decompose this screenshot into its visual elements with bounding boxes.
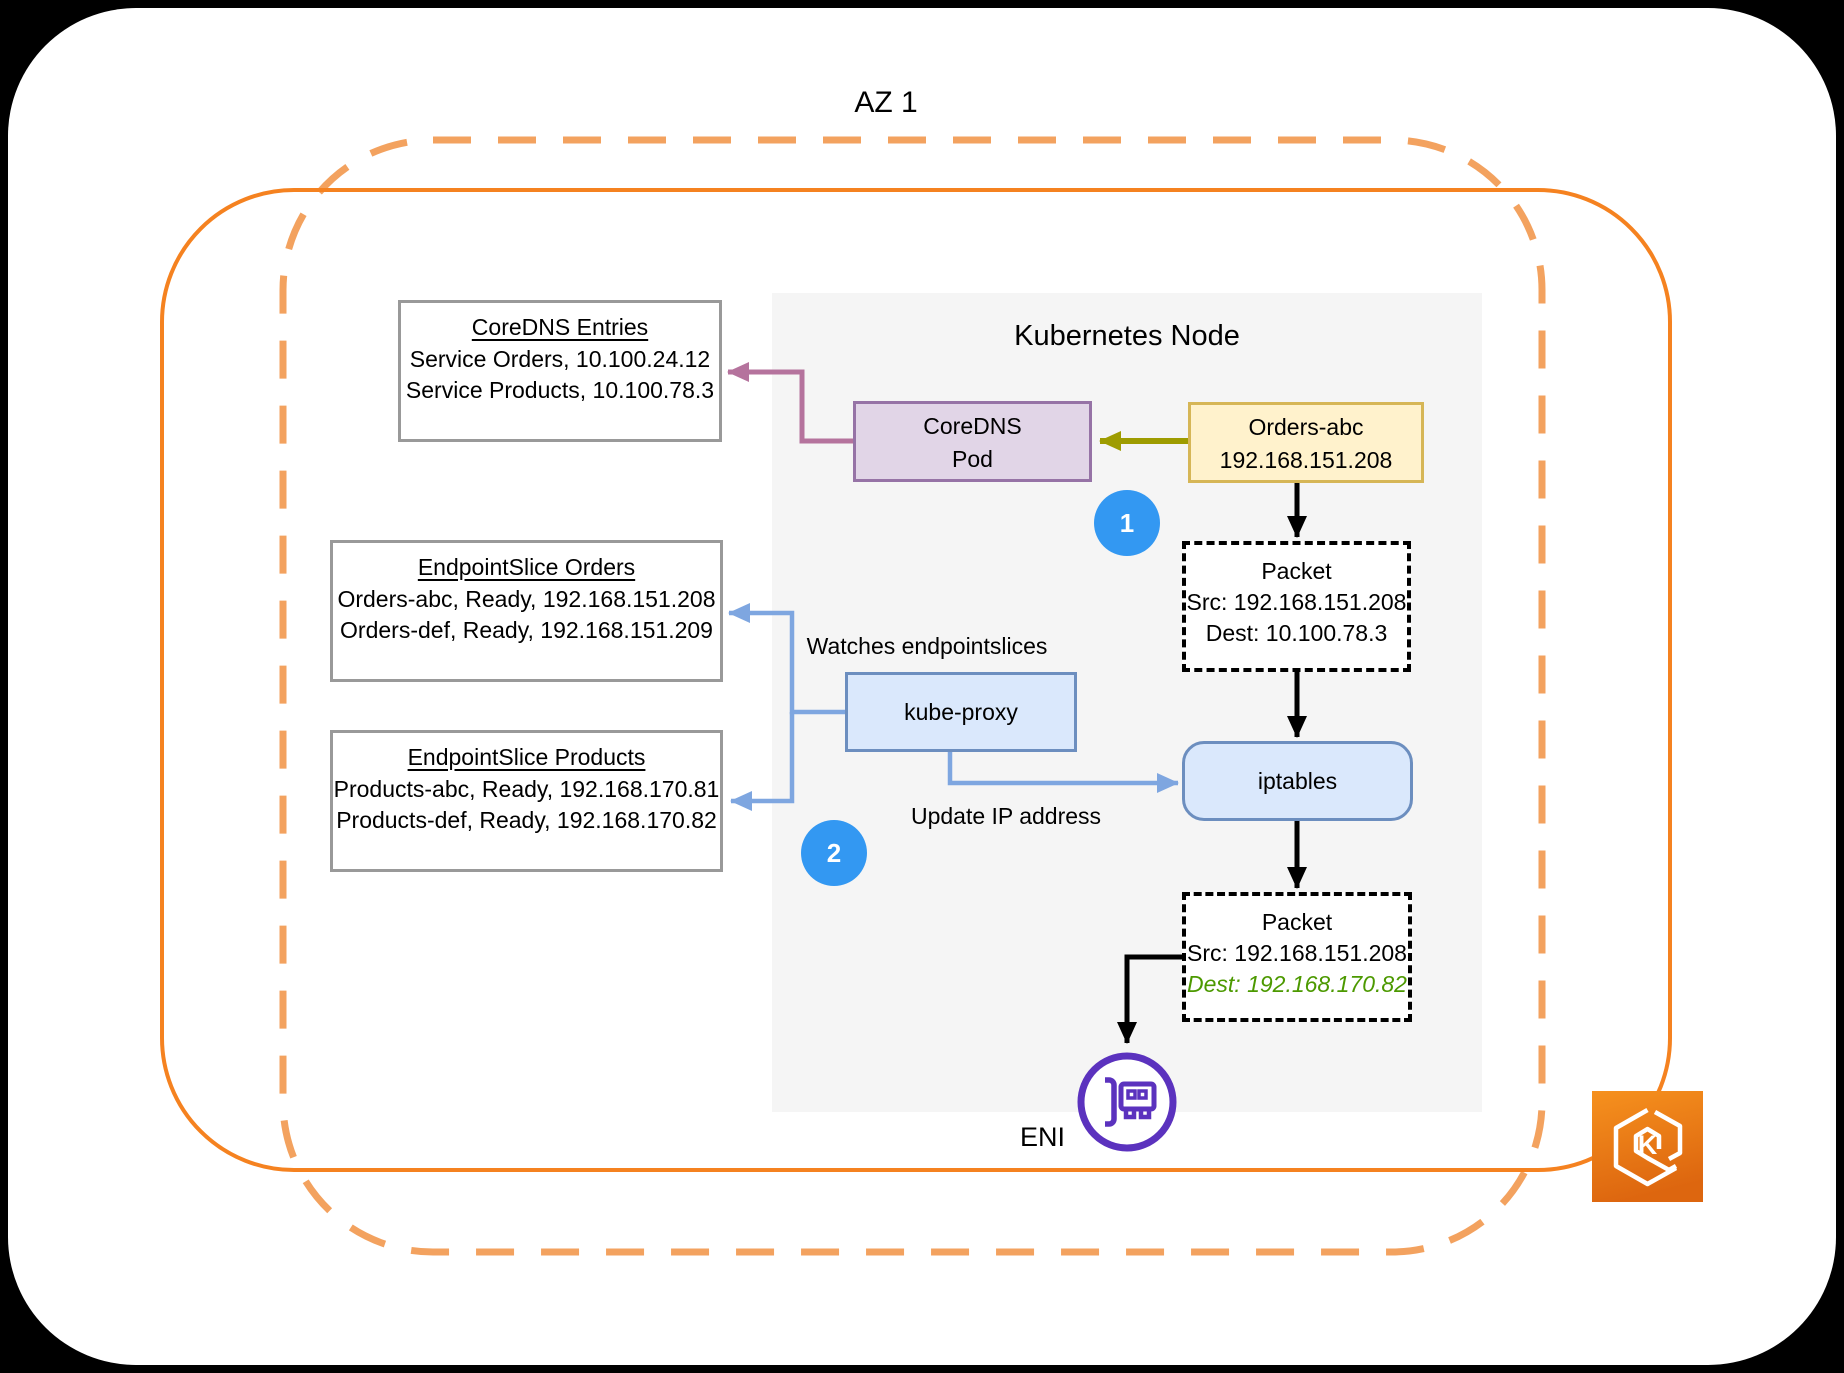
orders-abc-pod-box: Orders-abc 192.168.151.208 [1188,402,1424,483]
eni-label: ENI [1019,1122,1065,1152]
packet-before-box: Packet Src: 192.168.151.208 Dest: 10.100… [1182,541,1411,672]
coredns-entry-row: Service Products, 10.100.78.3 [405,377,715,403]
orders-abc-line1: Orders-abc [1248,414,1364,440]
coredns-entries-box: CoreDNS Entries Service Orders, 10.100.2… [398,300,722,442]
az-label: AZ 1 [854,86,918,119]
packet-dest: Dest: 10.100.78.3 [1205,620,1388,646]
packet-title: Packet [1261,909,1333,935]
packet-src: Src: 192.168.151.208 [1187,940,1407,966]
endpointslice-row: Products-def, Ready, 192.168.170.82 [336,807,717,833]
endpointslice-products-box: EndpointSlice Products Products-abc, Rea… [330,730,723,872]
coredns-pod-box: CoreDNS Pod [853,401,1092,482]
step-1-badge: 1 [1094,490,1160,556]
coredns-pod-line1: CoreDNS [923,413,1022,439]
endpointslice-orders-box: EndpointSlice Orders Orders-abc, Ready, … [330,540,723,682]
update-ip-address-label: Update IP address [910,803,1102,829]
orders-abc-line2: 192.168.151.208 [1219,447,1393,473]
endpointslice-orders-title: EndpointSlice Orders [417,554,636,580]
eni-icon [1077,1052,1177,1152]
endpointslice-row: Orders-abc, Ready, 192.168.151.208 [337,585,716,612]
endpointslice-row: Products-abc, Ready, 192.168.170.81 [333,775,720,802]
eks-icon: K [1592,1091,1703,1202]
kube-proxy-box: kube-proxy [845,672,1077,752]
packet-title: Packet [1261,558,1332,584]
watches-endpointslices-label: Watches endpointslices [806,633,1048,659]
step-2-badge: 2 [801,820,867,886]
packet-dest-rewritten: Dest: 192.168.170.82 [1187,971,1407,997]
iptables-box: iptables [1182,741,1413,821]
endpointslice-products-title: EndpointSlice Products [407,744,646,770]
coredns-entries-title: CoreDNS Entries [471,314,649,340]
eks-letter: K [1638,1130,1658,1160]
kubernetes-node-title: Kubernetes Node [1014,320,1240,352]
coredns-pod-line2: Pod [952,446,993,472]
coredns-entry-row: Service Orders, 10.100.24.12 [409,345,711,372]
endpointslice-row: Orders-def, Ready, 192.168.151.209 [340,617,713,643]
packet-after-box: Packet Src: 192.168.151.208 Dest: 192.16… [1182,892,1412,1022]
packet-src: Src: 192.168.151.208 [1186,589,1407,615]
